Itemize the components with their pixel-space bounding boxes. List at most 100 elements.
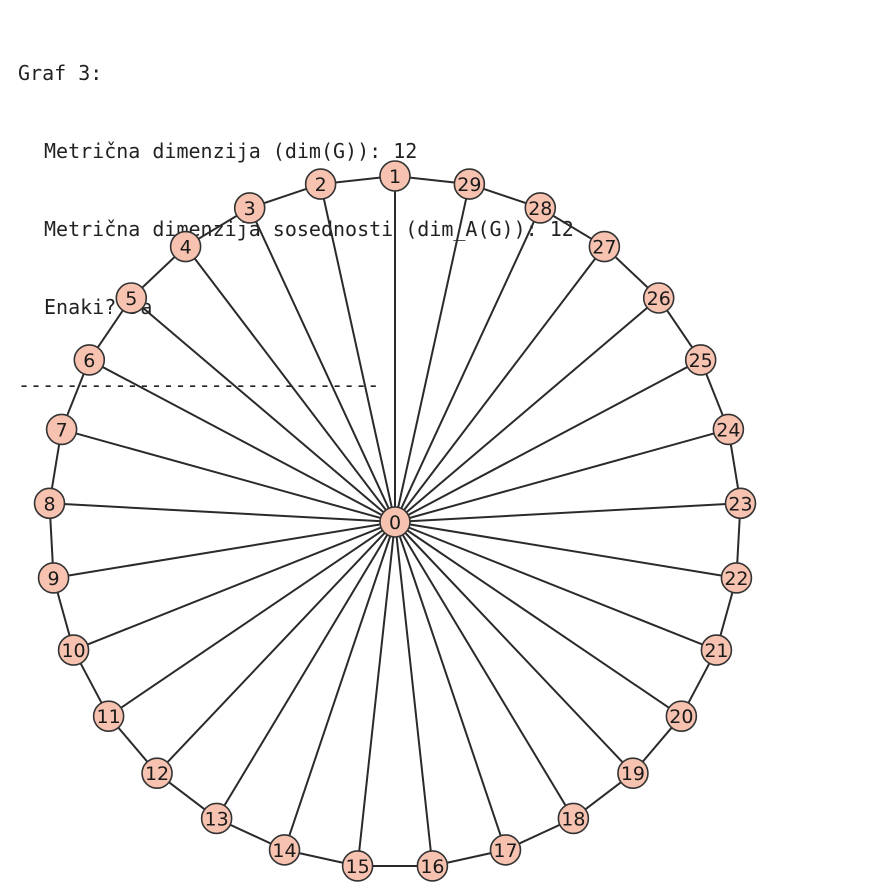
cell-output: Graf 3: Metrična dimenzija (dim(G)): 12 … bbox=[18, 8, 574, 424]
vertex-0-hub-circle bbox=[379, 506, 411, 538]
spoke-edge-0-24 bbox=[394, 428, 729, 523]
vertex-3: 3 bbox=[233, 192, 266, 224]
vertex-28-circle bbox=[524, 192, 557, 224]
spoke-edge-0-19 bbox=[394, 521, 634, 774]
vertex-16-label: 16 bbox=[420, 856, 444, 878]
vertex-17-circle bbox=[489, 834, 522, 866]
vertex-5: 5 bbox=[115, 282, 148, 314]
vertex-17: 17 bbox=[489, 834, 522, 866]
vertex-18: 18 bbox=[557, 802, 590, 835]
spoke-edge-0-9 bbox=[53, 521, 396, 579]
vertex-14: 14 bbox=[268, 834, 301, 866]
vertex-26-circle bbox=[642, 282, 675, 314]
vertex-23-circle bbox=[724, 487, 757, 520]
vertex-15: 15 bbox=[341, 850, 374, 882]
vertex-24-label: 24 bbox=[716, 419, 740, 441]
vertex-9-label: 9 bbox=[48, 568, 60, 590]
spoke-edge-0-7 bbox=[61, 428, 396, 523]
vertex-16-circle bbox=[416, 850, 449, 882]
vertex-10-circle bbox=[57, 634, 90, 666]
vertex-10-label: 10 bbox=[61, 640, 85, 662]
vertex-4-label: 4 bbox=[180, 237, 192, 259]
vertex-8-circle bbox=[33, 487, 66, 520]
vertex-0-hub-label: 0 bbox=[389, 512, 401, 534]
spoke-edge-0-22 bbox=[394, 521, 737, 579]
spoke-edge-0-5 bbox=[130, 297, 396, 523]
vertex-24: 24 bbox=[712, 413, 745, 446]
vertex-29: 29 bbox=[453, 168, 486, 200]
vertex-3-label: 3 bbox=[244, 198, 256, 220]
vertex-23: 23 bbox=[724, 487, 757, 520]
spoke-edge-0-20 bbox=[394, 521, 682, 717]
vertex-11-label: 11 bbox=[97, 706, 121, 728]
vertex-19-circle bbox=[617, 757, 649, 789]
spoke-edge-0-14 bbox=[283, 521, 396, 851]
vertex-21-label: 21 bbox=[704, 640, 728, 662]
spoke-edge-0-23 bbox=[394, 502, 741, 523]
spoke-edge-0-25 bbox=[394, 359, 702, 523]
vertex-29-circle bbox=[453, 168, 486, 200]
separator-line: ------------------------------ bbox=[18, 373, 380, 397]
vertex-12-label: 12 bbox=[145, 763, 169, 785]
spoke-edge-0-10 bbox=[73, 521, 396, 651]
vertex-26: 26 bbox=[642, 282, 675, 314]
vertex-27-label: 27 bbox=[592, 237, 616, 259]
spoke-edge-0-2 bbox=[319, 183, 396, 523]
vertex-7-circle bbox=[45, 413, 78, 446]
vertex-14-circle bbox=[268, 834, 301, 866]
vertex-3-circle bbox=[233, 192, 266, 224]
vertex-14-label: 14 bbox=[272, 840, 296, 862]
vertex-13-circle bbox=[200, 802, 233, 835]
vertex-12: 12 bbox=[141, 757, 173, 789]
spoke-edge-0-26 bbox=[394, 297, 660, 523]
vertex-26-label: 26 bbox=[647, 288, 671, 310]
vertex-5-circle bbox=[115, 282, 148, 314]
spoke-edge-0-27 bbox=[394, 245, 606, 523]
vertex-8: 8 bbox=[33, 487, 66, 520]
vertex-5-label: 5 bbox=[125, 288, 137, 310]
vertex-22-circle bbox=[720, 562, 753, 594]
vertex-6-circle bbox=[73, 344, 106, 376]
spoke-edge-0-28 bbox=[394, 207, 542, 523]
vertex-15-circle bbox=[341, 850, 374, 882]
vertex-1-circle bbox=[379, 160, 411, 192]
vertex-15-label: 15 bbox=[345, 856, 369, 878]
vertex-2: 2 bbox=[304, 168, 337, 200]
vertex-22-label: 22 bbox=[724, 568, 748, 590]
vertex-2-circle bbox=[304, 168, 337, 200]
spoke-edge-0-21 bbox=[394, 521, 717, 651]
vertex-17-label: 17 bbox=[493, 840, 517, 862]
graph-title: Graf 3: bbox=[18, 61, 103, 85]
vertex-11: 11 bbox=[92, 700, 125, 732]
vertex-13-label: 13 bbox=[205, 808, 229, 830]
spoke-edge-0-12 bbox=[156, 521, 396, 774]
vertex-22: 22 bbox=[720, 562, 753, 594]
vertex-0-hub: 0 bbox=[379, 506, 411, 538]
vertex-6: 6 bbox=[73, 344, 106, 376]
vertex-18-circle bbox=[557, 802, 590, 835]
vertex-21-circle bbox=[700, 634, 733, 666]
vertex-25: 25 bbox=[684, 344, 717, 376]
vertex-11-circle bbox=[92, 700, 125, 732]
spoke-edge-0-29 bbox=[394, 183, 471, 523]
spoke-edge-0-18 bbox=[394, 521, 575, 819]
vertex-23-label: 23 bbox=[728, 493, 752, 515]
vertex-7-label: 7 bbox=[56, 419, 68, 441]
vertex-7: 7 bbox=[45, 413, 78, 446]
vertex-19: 19 bbox=[617, 757, 649, 789]
vertex-24-circle bbox=[712, 413, 745, 446]
spoke-edge-0-4 bbox=[184, 245, 396, 523]
vertex-20: 20 bbox=[665, 700, 698, 732]
vertex-16: 16 bbox=[416, 850, 449, 882]
spoke-edge-0-3 bbox=[248, 207, 396, 523]
vertex-21: 21 bbox=[700, 634, 733, 666]
spoke-edge-0-6 bbox=[88, 359, 396, 523]
vertex-29-label: 29 bbox=[457, 174, 481, 196]
spoke-edge-0-11 bbox=[108, 521, 396, 717]
vertex-1-label: 1 bbox=[389, 166, 401, 188]
vertex-25-circle bbox=[684, 344, 717, 376]
vertex-9-circle bbox=[37, 562, 70, 594]
vertex-18-label: 18 bbox=[561, 808, 585, 830]
